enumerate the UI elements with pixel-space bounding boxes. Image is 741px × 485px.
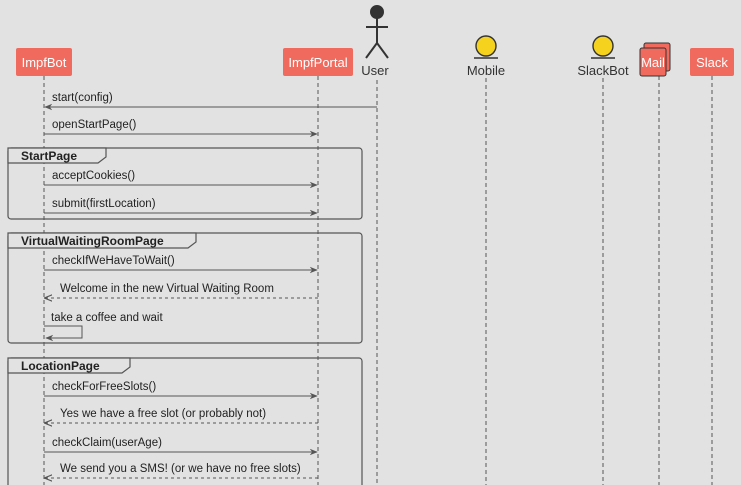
participant-label: Slack bbox=[696, 55, 728, 70]
message-label: checkIfWeHaveToWait() bbox=[52, 255, 175, 267]
message-6: Welcome in the new Virtual Waiting Room bbox=[45, 283, 318, 298]
participant-box bbox=[16, 48, 72, 76]
frame-label: VirtualWaitingRoomPage bbox=[21, 234, 164, 248]
message-label: We send you a SMS! (or we have no free s… bbox=[60, 463, 301, 475]
message-label: checkClaim(userAge) bbox=[52, 437, 162, 449]
message-label: Welcome in the new Virtual Waiting Room bbox=[60, 283, 274, 295]
participant-impfbot: ImpfBot bbox=[16, 48, 72, 76]
message-3: acceptCookies() bbox=[44, 170, 318, 189]
participant-impfportal: ImpfPortal bbox=[283, 48, 353, 76]
message-10: checkClaim(userAge) bbox=[44, 437, 318, 456]
frame-tab bbox=[7, 147, 107, 164]
frame-virtualwaitingroompage: VirtualWaitingRoomPage bbox=[7, 232, 363, 344]
participant-mail: Mail bbox=[639, 42, 671, 77]
participant-slack: Slack bbox=[690, 48, 734, 76]
message-label: start(config) bbox=[52, 92, 113, 104]
frame-border bbox=[7, 357, 363, 485]
participant-label: Mail bbox=[641, 55, 665, 70]
message-5: checkIfWeHaveToWait() bbox=[44, 255, 318, 274]
message-1: start(config) bbox=[44, 92, 377, 111]
message-9: Yes we have a free slot (or probably not… bbox=[45, 408, 318, 423]
frame-border bbox=[7, 147, 363, 220]
actor-stick-figure-icon bbox=[365, 5, 389, 59]
message-11: We send you a SMS! (or we have no free s… bbox=[45, 463, 318, 478]
participant-box bbox=[283, 48, 353, 76]
message-label: openStartPage() bbox=[52, 119, 137, 131]
frame-locationpage: LocationPage bbox=[7, 357, 363, 485]
participant-user: User bbox=[361, 5, 389, 78]
collection-front bbox=[639, 47, 667, 77]
frame-label: LocationPage bbox=[21, 359, 100, 373]
frame-startpage: StartPage bbox=[7, 147, 363, 220]
message-7: take a coffee and wait bbox=[44, 312, 163, 342]
message-label: take a coffee and wait bbox=[51, 312, 163, 324]
participant-label: ImpfBot bbox=[22, 55, 67, 70]
self-message-arrow bbox=[44, 325, 83, 342]
participant-label: ImpfPortal bbox=[288, 55, 347, 70]
entity-icon bbox=[592, 35, 614, 57]
participant-label: SlackBot bbox=[577, 63, 629, 78]
entity-icon bbox=[475, 35, 497, 57]
participant-mobile: Mobile bbox=[467, 35, 505, 78]
participant-label: User bbox=[361, 63, 389, 78]
message-label: submit(firstLocation) bbox=[52, 198, 156, 210]
frame-label: StartPage bbox=[21, 149, 77, 163]
message-4: submit(firstLocation) bbox=[44, 198, 318, 217]
frame-tab bbox=[7, 232, 197, 249]
message-2: openStartPage() bbox=[44, 119, 318, 138]
message-label: checkForFreeSlots() bbox=[52, 381, 156, 393]
frame-tab bbox=[7, 357, 131, 374]
participant-box bbox=[690, 48, 734, 76]
message-label: Yes we have a free slot (or probably not… bbox=[60, 408, 266, 420]
participant-slackbot: SlackBot bbox=[577, 35, 629, 78]
message-label: acceptCookies() bbox=[52, 170, 135, 182]
message-8: checkForFreeSlots() bbox=[44, 381, 318, 400]
participant-label: Mobile bbox=[467, 63, 505, 78]
